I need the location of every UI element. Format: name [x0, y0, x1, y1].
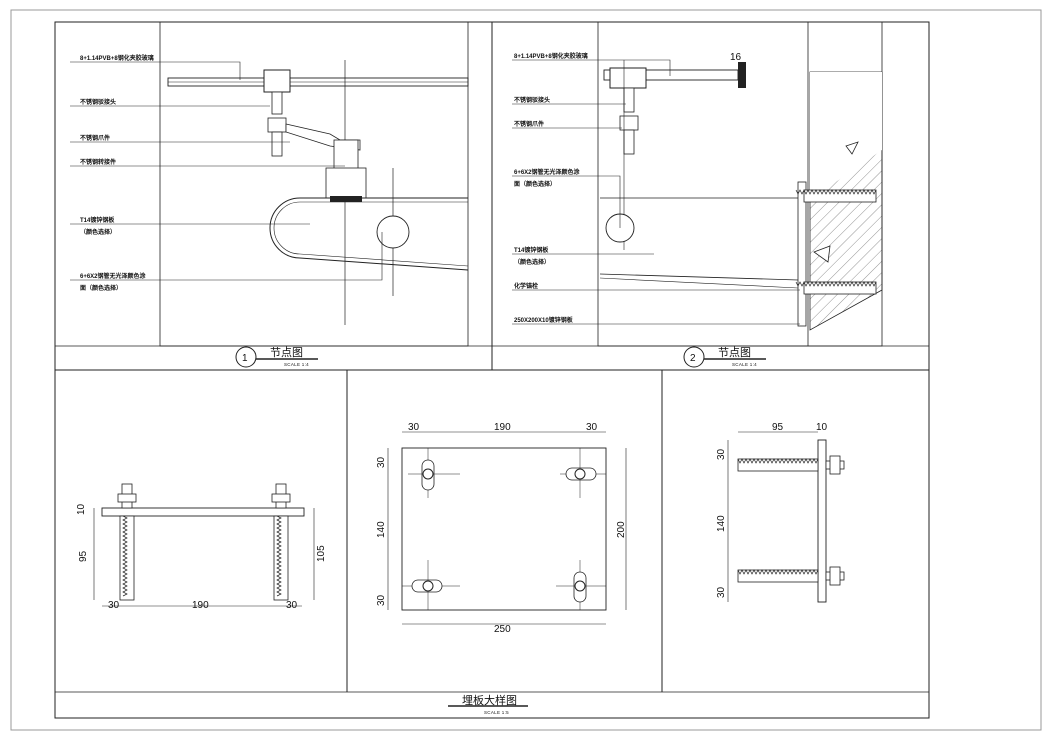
- bottom-title: 埋板大样图: [462, 693, 517, 707]
- detail-number-bubble: [235, 346, 257, 368]
- bottom-title-block: 埋板大样图 SCALE 1:5: [448, 693, 528, 715]
- label-claw-2: 不锈钢爪件: [514, 120, 544, 128]
- dim-total: 105: [316, 545, 327, 562]
- dim-mid: 190: [192, 600, 209, 611]
- dim-plan-side-top: 30: [376, 456, 387, 468]
- label-plate-color: （颜色选择）: [80, 228, 116, 236]
- label-tube: 6+6X2钢管无光泽颜色涂: [80, 272, 146, 280]
- label-plate-color-2: （颜色选择）: [514, 258, 550, 266]
- label-joint: 不锈钢驳接头: [80, 98, 116, 106]
- label-glass: 8+1.14PVB+8钢化夹胶玻璃: [80, 54, 154, 62]
- label-tube-color-2: 面（颜色选择）: [514, 180, 556, 188]
- label-adapter: 不锈钢转接件: [80, 158, 116, 166]
- detail-scale: SCALE 1:4: [284, 362, 309, 367]
- concrete-mark-2: [813, 245, 831, 263]
- dim-left: 30: [108, 600, 120, 611]
- panel-5-plate-side: 95 10 30 140 30: [716, 422, 845, 603]
- label-joint-2: 不锈钢驳接头: [514, 96, 550, 104]
- label-embed-plate: 250X200X10镀锌钢板: [514, 316, 574, 324]
- detail-scale-2: SCALE 1:4: [732, 362, 757, 367]
- panel-1-node-detail: 8+1.14PVB+8钢化夹胶玻璃 不锈钢驳接头 不锈钢爪件 不锈钢转接件 T1…: [70, 21, 469, 368]
- detail-number: 1: [242, 353, 248, 364]
- bottom-scale: SCALE 1:5: [484, 710, 509, 715]
- anchor-bolt-top: [737, 455, 845, 475]
- sheet-border-outer: [10, 9, 1042, 731]
- panel-4-plate-plan: 30 190 30 30 140 30 200 250: [376, 422, 627, 635]
- dim-plan-height: 200: [616, 521, 627, 538]
- dim-plate-thick: 10: [76, 503, 87, 515]
- dim-side-top: 30: [716, 448, 727, 460]
- dim-plan-top-right: 30: [586, 422, 598, 433]
- bent-steel-tube: [269, 197, 469, 271]
- slot-hole-tr: [560, 448, 606, 498]
- detail-title-2: 节点图: [718, 346, 751, 359]
- label-claw: 不锈钢爪件: [80, 134, 110, 142]
- spider-head: [263, 69, 291, 93]
- dim-16: 16: [730, 52, 742, 63]
- dim-plan-top-left: 30: [408, 422, 420, 433]
- label-glass-2: 8+1.14PVB+8钢化夹胶玻璃: [514, 52, 588, 60]
- concrete-mark-1: [845, 141, 859, 155]
- slot-hole-br: [556, 560, 606, 610]
- panel-3-plate-elevation: 10 95 105 30 190 30: [76, 483, 327, 611]
- panel-2-node-detail: 16 8+1.14PVB+8钢化夹胶玻璃 不锈钢驳接头 不锈钢爪件 6+6X2钢…: [512, 21, 883, 368]
- dim-side-plate: 10: [816, 422, 828, 433]
- label-plate-2: T14镀锌钢板: [514, 246, 549, 254]
- slot-hole-bl: [402, 560, 460, 610]
- anchor-bolt-bottom: [737, 566, 845, 586]
- label-anchor: 化学锚栓: [514, 282, 538, 290]
- dim-plan-side-bot: 30: [376, 594, 387, 606]
- dim-side-bot: 30: [716, 586, 727, 598]
- dim-plan-width: 250: [494, 624, 511, 635]
- slot-hole-tl: [408, 448, 460, 498]
- detail-title: 节点图: [270, 346, 303, 359]
- dim-plan-side-mid: 140: [376, 521, 387, 538]
- tube-section: [376, 215, 410, 249]
- label-tube-color: 面（颜色选择）: [80, 284, 122, 292]
- detail-number-bubble-2: [683, 346, 705, 368]
- dim-depth: 95: [78, 550, 89, 562]
- dim-side-mid: 140: [716, 515, 727, 532]
- dim-plan-top-mid: 190: [494, 422, 511, 433]
- dim-side-depth: 95: [772, 422, 784, 433]
- label-plate: T14镀锌钢板: [80, 216, 115, 224]
- dim-right: 30: [286, 600, 298, 611]
- label-tube-2: 6+6X2钢管无光泽颜色涂: [514, 168, 580, 176]
- detail-number-2: 2: [690, 353, 696, 364]
